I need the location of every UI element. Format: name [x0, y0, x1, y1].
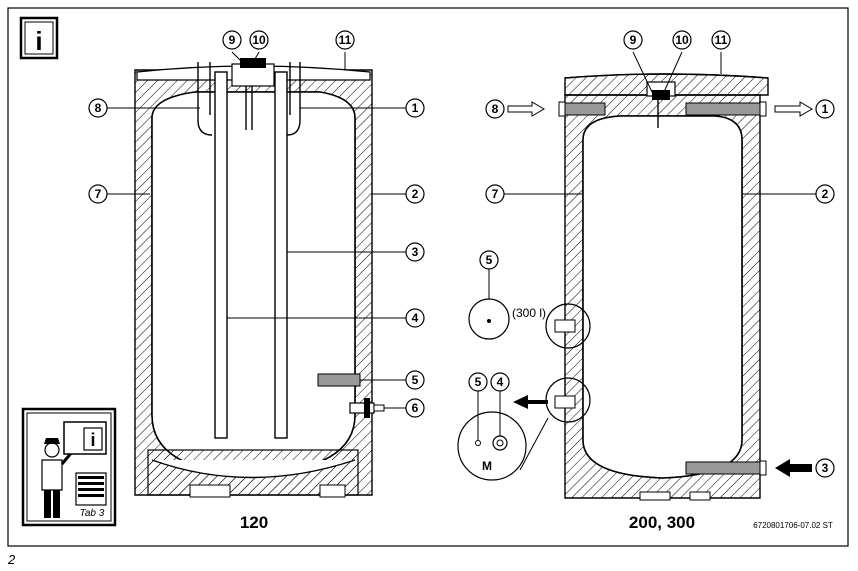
- callout-left-10: 10: [252, 33, 266, 47]
- callout-left-5: 5: [412, 373, 419, 387]
- info-icon: i: [19, 16, 59, 60]
- right-callouts: 9 10 11 8 1 7 2 5 5 4 3: [468, 30, 835, 478]
- callout-right-3: 3: [822, 461, 829, 475]
- callout-left-8: 8: [95, 101, 102, 115]
- arrow-in-3: [775, 459, 812, 477]
- arrow-in-8: [507, 101, 545, 117]
- manual-icon-caption: Tab 3: [80, 508, 105, 519]
- tank-120-sensor-sleeve: [317, 373, 361, 387]
- callout-right-5a: 5: [486, 253, 493, 267]
- callout-left-2: 2: [412, 187, 419, 201]
- figure-number: 2: [7, 552, 16, 567]
- figure-frame: [7, 7, 849, 547]
- callout-right-9: 9: [630, 33, 637, 47]
- callout-left-11: 11: [339, 33, 352, 47]
- detail-circles: M (300 l): [457, 298, 591, 481]
- model-label-left: 120: [240, 513, 268, 532]
- callout-right-2: 2: [822, 187, 829, 201]
- arrow-out-1: [774, 101, 813, 117]
- callout-left-7: 7: [95, 187, 102, 201]
- tank-200-300: [554, 73, 769, 501]
- callout-right-11: 11: [715, 33, 728, 47]
- tank-200-300-vessel: [582, 115, 743, 479]
- callout-right-5b: 5: [475, 375, 482, 389]
- tank-200-300-stub-8: [564, 102, 606, 116]
- callout-right-7: 7: [492, 187, 499, 201]
- installer-manual-icon: i Tab 3: [21, 407, 117, 527]
- manual-icon-glyph: i: [90, 430, 95, 450]
- black-arrow-left: [513, 395, 548, 409]
- callout-right-4: 4: [497, 375, 504, 389]
- callout-left-6: 6: [412, 401, 419, 415]
- model-label-right: 200, 300: [629, 513, 695, 532]
- callout-left-9: 9: [229, 33, 236, 47]
- info-icon-glyph: i: [35, 26, 42, 56]
- tank-200-300-stub-3: [685, 461, 761, 475]
- tank-200-300-stub-1: [685, 102, 761, 116]
- callout-right-8: 8: [492, 102, 499, 116]
- left-callouts: 9 10 11 8 1 7 2 3 4 5: [88, 30, 425, 418]
- drawing-code: 6720801706-07.02 ST: [753, 521, 833, 530]
- callout-left-4: 4: [412, 311, 419, 325]
- callout-right-1: 1: [822, 102, 829, 116]
- callout-left-3: 3: [412, 245, 419, 259]
- tank-120-vessel: [151, 91, 356, 476]
- tank-120-pipes: [197, 62, 301, 439]
- motor-label: M: [482, 459, 492, 473]
- callout-left-1: 1: [412, 101, 419, 115]
- detail-note: (300 l): [512, 306, 546, 320]
- callout-right-10: 10: [675, 33, 689, 47]
- tank-120: [134, 58, 385, 498]
